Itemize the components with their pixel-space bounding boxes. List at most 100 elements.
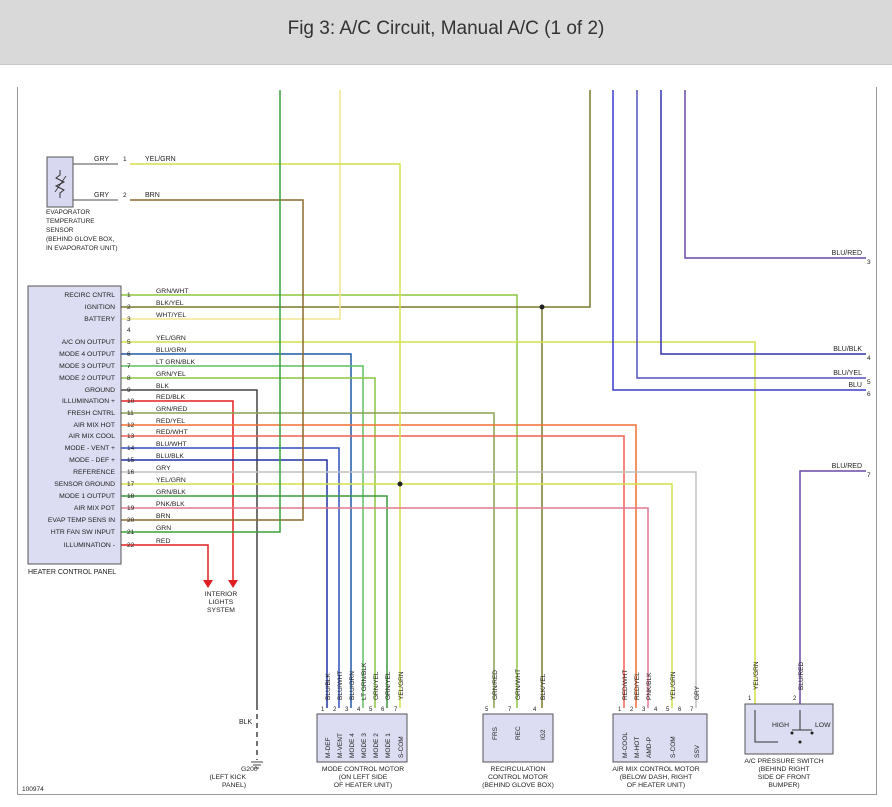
wire-color-label: GRN/BLK	[156, 489, 186, 496]
airmix-motor-label: AIR MIX CONTROL MOTOR	[612, 766, 699, 773]
panel-pin-name: MODE - VENT +	[65, 445, 115, 452]
pin-number: 7	[690, 707, 694, 713]
pin-number: 22	[127, 542, 135, 549]
terminal-label: M-VENT	[337, 733, 344, 758]
pin-number: 18	[127, 493, 135, 500]
pin-number: 19	[127, 505, 135, 512]
figure-id: 100974	[22, 786, 44, 793]
wire-blu-red-3	[684, 90, 866, 259]
wire-color-label: BLU/YEL	[833, 370, 862, 377]
wire-color-label: LT GRN/BLK	[156, 359, 195, 366]
panel-pin-name: GROUND	[85, 387, 115, 394]
wire-color-label: RED	[156, 538, 170, 545]
terminal-label: M-DEF	[325, 737, 332, 758]
panel-pin-name: SENSOR GROUND	[54, 481, 115, 488]
wire-color-label: PNK/BLK	[646, 672, 653, 700]
wire-red-wht	[121, 435, 625, 708]
wire-blu-blk-4	[660, 90, 866, 355]
terminal-label: S-COM	[398, 736, 405, 758]
wire-color-label: GRN	[156, 525, 171, 532]
pin-number: 5	[666, 707, 670, 713]
interior-lights-label: LIGHTS	[209, 599, 234, 606]
wire-blu-yel-5	[636, 90, 866, 379]
wire-color-label: BLK/YEL	[156, 300, 184, 307]
wire-color-label: BLU/BLK	[325, 673, 332, 700]
heater-control-panel-box	[27, 285, 122, 565]
pin-number: 1	[748, 696, 752, 702]
switch-high-label: HIGH	[772, 722, 789, 729]
wire-color-label: GRY	[156, 465, 171, 472]
mode-motor-label: MODE CONTROL MOTOR	[322, 766, 404, 773]
wire-color-label: GRY	[94, 156, 109, 163]
wire-color-label: BLK/YEL	[540, 673, 547, 700]
pressure-switch-label: SIDE OF FRONT	[758, 774, 811, 781]
terminal-label: AMD-P	[646, 737, 653, 758]
pin-number: 1	[123, 156, 127, 163]
pressure-switch-box	[744, 703, 834, 755]
connector-ref: 4	[867, 355, 871, 362]
panel-pin-name: ILLUMINATION -	[64, 542, 115, 549]
pin-number: 5	[127, 339, 131, 346]
wire-yel-grn-sensor	[130, 163, 401, 708]
recirc-motor-label: RECIRCULATION	[490, 766, 545, 773]
wire-color-label: BLU/RED	[832, 463, 862, 470]
pin-number: 6	[381, 707, 385, 713]
pin-number: 2	[630, 707, 634, 713]
wire-color-label: RED/WHT	[622, 670, 629, 700]
wire-blk-yel	[121, 90, 591, 308]
panel-pin-name: MODE 3 OUTPUT	[59, 363, 115, 370]
connector-ref: 6	[867, 391, 871, 398]
wire-blu-blk	[121, 459, 328, 708]
wire-color-label: RED/YEL	[156, 418, 185, 425]
panel-pin-name: RECIRC CNTRL	[64, 292, 115, 299]
recirc-motor-box	[482, 713, 554, 763]
wire-color-label: BLU/BLK	[156, 453, 184, 460]
interior-lights-label: INTERIOR	[205, 591, 238, 598]
pin-number: 4	[357, 707, 361, 713]
wire-color-label: RED/YEL	[634, 672, 641, 700]
pin-number: 2	[333, 707, 337, 713]
wire-color-label: BLK	[239, 719, 253, 726]
pin-number: 4	[533, 707, 537, 713]
mode-motor-box	[316, 713, 408, 763]
wire-color-label: YEL/GRN	[753, 661, 760, 690]
panel-pin-name: HTR FAN SW INPUT	[51, 529, 115, 536]
connector-ref: 3	[867, 259, 871, 266]
pin-number: 15	[127, 457, 135, 464]
wire-color-label: BLU/GRN	[349, 671, 356, 700]
panel-pin-name: AIR MIX POT	[74, 505, 115, 512]
pressure-switch-label: A/C PRESSURE SWITCH	[744, 758, 823, 765]
switch-icon	[754, 710, 812, 743]
panel-pin-name: AIR MIX COOL	[69, 433, 116, 440]
terminal-label: REC	[515, 726, 522, 740]
pin-number: 12	[127, 422, 135, 429]
evap-sensor-box	[46, 156, 74, 208]
figure-header: Fig 3: A/C Circuit, Manual A/C (1 of 2)	[0, 0, 892, 65]
pin-number: 3	[345, 707, 349, 713]
mode-motor-label: OF HEATER UNIT)	[334, 782, 392, 789]
wire-color-label: GRN/WHT	[515, 669, 522, 700]
ground-location: (LEFT KICK	[209, 774, 246, 781]
recirc-motor-label: CONTROL MOTOR	[488, 774, 548, 781]
wire-yel-grn-ac	[121, 341, 756, 708]
connector-ref: 7	[867, 472, 871, 479]
wire-grn-wht	[121, 294, 518, 708]
wire-blk	[121, 389, 258, 705]
terminal-label: S-COM	[670, 736, 677, 758]
pin-number: 13	[127, 433, 135, 440]
wire-color-label: YEL/GRN	[156, 477, 186, 484]
pin-number: 7	[394, 707, 398, 713]
wire-color-label: WHT/YEL	[156, 312, 186, 319]
switch-low-label: LOW	[815, 722, 831, 729]
pin-number: 10	[127, 398, 135, 405]
evap-sensor-label: SENSOR	[46, 227, 74, 234]
terminal-label: M-HOT	[634, 737, 641, 758]
airmix-motor-label: OF HEATER UNIT)	[627, 782, 685, 789]
pin-number: 21	[127, 529, 135, 536]
wire-color-label: BLU/WHT	[337, 671, 344, 700]
wire-color-label: RED/WHT	[156, 429, 188, 436]
panel-pin-name: MODE 1 OUTPUT	[59, 493, 115, 500]
wire-color-label: BLK	[156, 383, 169, 390]
terminal-label: SSV	[694, 744, 701, 758]
arrow-down-icon	[228, 580, 238, 588]
